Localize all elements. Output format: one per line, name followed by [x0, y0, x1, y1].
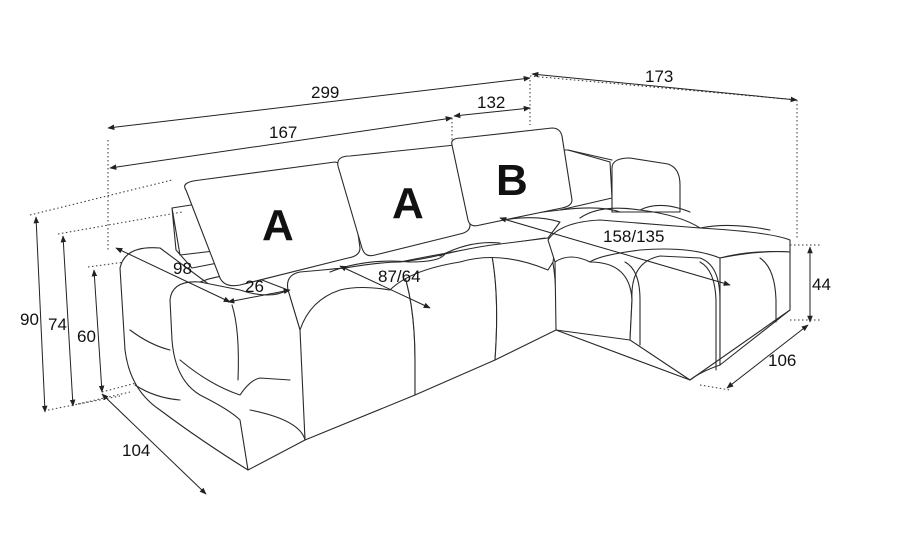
cushion-label-a-left: A — [262, 201, 294, 250]
label-chaise-length: 173 — [645, 67, 673, 86]
label-back-width: 167 — [269, 123, 297, 142]
label-cushion-b-width: 132 — [477, 93, 505, 112]
dimension-lines — [33, 71, 813, 495]
cushion-b — [451, 127, 573, 227]
label-total-height: 90 — [20, 310, 39, 329]
label-seat-depth: 87/64 — [378, 267, 421, 286]
label-chaise-depth: 158/135 — [603, 227, 664, 246]
cushion-label-a-middle: A — [392, 179, 424, 228]
cushion-label-b: B — [496, 156, 528, 205]
label-seat-height: 44 — [812, 275, 831, 294]
label-arm-depth: 98 — [173, 259, 192, 278]
label-total-width: 299 — [311, 83, 339, 102]
label-arm-height: 60 — [77, 327, 96, 346]
label-arm-width: 26 — [245, 277, 264, 296]
dimension-labels: 299 173 167 132 98 26 87/64 158/135 90 7… — [20, 67, 831, 460]
label-chaise-width: 106 — [768, 351, 796, 370]
label-sofa-depth: 104 — [122, 441, 150, 460]
label-back-height: 74 — [48, 315, 67, 334]
